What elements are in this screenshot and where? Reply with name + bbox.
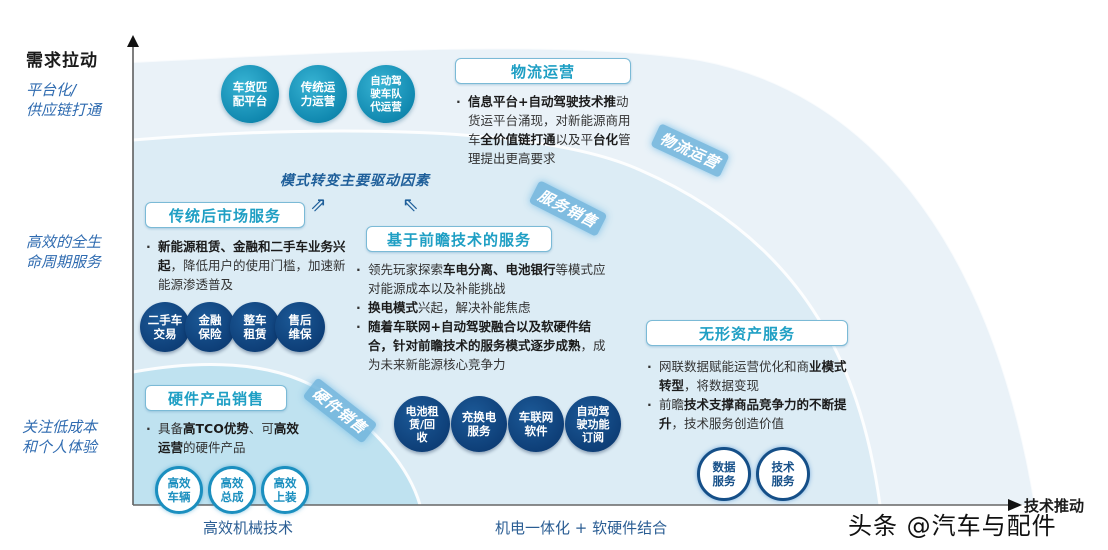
bullet-item: 领先玩家探索车电分离、电池银行等模式应对能源成本以及补能挑战: [356, 260, 608, 298]
circle-autonomous-fleet: 自动驾 驶车队 代运营: [357, 65, 415, 123]
section-title-intangible: 无形资产服务: [646, 320, 848, 346]
y-level-lifecycle: 高效的全生 命周期服务: [26, 232, 101, 272]
y-level-label: 平台化/: [26, 81, 77, 99]
circle-freight-matching: 车货匹 配平台: [221, 65, 279, 123]
arrow-up-right-icon: ⇗: [310, 192, 327, 216]
y-level-label: 命周期服务: [26, 253, 102, 271]
circle-data-services: 数据 服务: [697, 447, 751, 501]
arrow-up-left-icon: ⇖: [402, 192, 419, 216]
watermark: 头条 @汽车与配件: [848, 512, 1057, 540]
x-axis-arrow-icon: [1008, 499, 1022, 511]
circle-tech-services: 技术 服务: [756, 447, 810, 501]
circle-after-sales: 售后 维保: [275, 302, 325, 352]
bullet-item: 信息平台+自动驾驶技术推动货运平台涌现，对新能源商用车全价值链打通以及平台化管理…: [456, 92, 638, 168]
y-level-low-cost: 关注低成本 和个人体验: [22, 417, 97, 457]
bullets-aftermarket: 新能源租赁、金融和二手车业务兴起，降低用户的使用门槛，加速新能源渗透普及: [146, 237, 346, 294]
section-title-hardware: 硬件产品销售: [145, 385, 287, 411]
section-title-logistics: 物流运营: [455, 58, 631, 84]
circle-efficient-assembly: 高效 总成: [208, 466, 256, 514]
y-level-label: 高效的全生: [26, 233, 102, 251]
bullets-hardware: 具备高TCO优势、可高效运营的硬件产品: [146, 419, 306, 457]
y-level-label: 供应链打通: [26, 101, 102, 119]
driver-title: 模式转变主要驱动因素: [280, 173, 430, 189]
circle-iov-software: 车联网 软件: [508, 396, 564, 452]
x-axis-title: 技术推动: [1024, 497, 1085, 515]
y-axis-title: 需求拉动: [26, 51, 98, 71]
circle-battery-leasing: 电池租 赁/回 收: [394, 396, 450, 452]
circle-efficient-vehicle: 高效 车辆: [155, 466, 203, 514]
section-title-frontier: 基于前瞻技术的服务: [366, 226, 552, 252]
circle-finance-insurance: 金融 保险: [185, 302, 235, 352]
bullet-item: 网联数据赋能运营优化和商业模式转型，将数据变现: [647, 357, 847, 395]
circle-traditional-capacity: 传统运 力运营: [289, 65, 347, 123]
y-level-label: 和个人体验: [22, 438, 98, 456]
bullets-logistics: 信息平台+自动驾驶技术推动货运平台涌现，对新能源商用车全价值链打通以及平台化管理…: [456, 92, 638, 168]
y-axis-arrow-icon: [127, 35, 139, 47]
section-title-aftermarket: 传统后市场服务: [145, 202, 305, 228]
bullets-intangible: 网联数据赋能运营优化和商业模式转型，将数据变现 前瞻技术支撑商品竞争力的不断提升…: [647, 357, 847, 433]
y-level-platform: 平台化/ 供应链打通: [26, 80, 101, 120]
circle-ad-subscription: 自动驾 驶功能 订阅: [565, 396, 621, 452]
circle-efficient-body: 高效 上装: [261, 466, 309, 514]
bullets-frontier: 领先玩家探索车电分离、电池银行等模式应对能源成本以及补能挑战 换电模式兴起，解决…: [356, 260, 608, 374]
bullet-item: 换电模式兴起，解决补能焦虑: [356, 298, 608, 317]
x-level-mechanical: 高效机械技术: [203, 519, 294, 537]
circle-charging-swap: 充换电 服务: [451, 396, 507, 452]
bullet-item: 随着车联网+自动驾驶融合以及软硬件结合，针对前瞻技术的服务模式逐步成熟，成为未来…: [356, 317, 608, 374]
circle-vehicle-leasing: 整车 租赁: [230, 302, 280, 352]
bullet-item: 具备高TCO优势、可高效运营的硬件产品: [146, 419, 306, 457]
bullet-item: 新能源租赁、金融和二手车业务兴起，降低用户的使用门槛，加速新能源渗透普及: [146, 237, 346, 294]
circle-used-car: 二手车 交易: [140, 302, 190, 352]
y-level-label: 关注低成本: [22, 418, 98, 436]
bullet-item: 前瞻技术支撑商品竞争力的不断提升，技术服务创造价值: [647, 395, 847, 433]
x-level-mechatronics: 机电一体化 + 软硬件结合: [495, 519, 668, 537]
